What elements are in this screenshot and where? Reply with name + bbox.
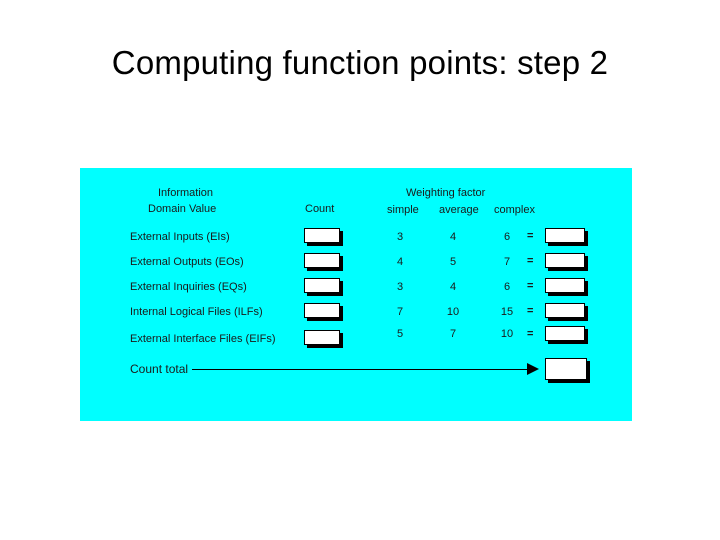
result-box-eifs[interactable] (545, 326, 585, 341)
header-weighting-factor: Weighting factor (406, 187, 486, 199)
weight-simple-eis: 3 (396, 231, 404, 243)
weight-average-eos: 5 (449, 256, 457, 268)
equals-sign-eifs: = (527, 328, 534, 340)
header-average: average (439, 204, 479, 216)
weight-average-eis: 4 (449, 231, 457, 243)
count-total-box[interactable] (545, 358, 587, 380)
result-box-eqs[interactable] (545, 278, 585, 293)
equals-sign-eqs: = (527, 280, 534, 292)
arrow-right-icon (527, 363, 539, 375)
row-label-eifs: External Interface Files (EIFs) (130, 333, 276, 345)
equals-sign-eos: = (527, 255, 534, 267)
weight-complex-eis: 6 (503, 231, 511, 243)
weight-complex-eqs: 6 (503, 281, 511, 293)
count-total-label: Count total (130, 362, 189, 376)
result-box-ilfs[interactable] (545, 303, 585, 318)
count-box-ilfs[interactable] (304, 303, 340, 318)
weight-average-eifs: 7 (449, 328, 457, 340)
function-point-table-figure: Information Domain Value Count Weighting… (80, 168, 632, 421)
row-label-eqs: External Inquiries (EQs) (130, 281, 247, 293)
header-information: Information (158, 187, 214, 199)
equals-sign-eis: = (527, 230, 534, 242)
page-title: Computing function points: step 2 (111, 44, 609, 81)
equals-sign-ilfs: = (527, 305, 534, 317)
result-box-eos[interactable] (545, 253, 585, 268)
header-complex: complex (494, 204, 535, 216)
weight-complex-eos: 7 (503, 256, 511, 268)
count-box-eqs[interactable] (304, 278, 340, 293)
weight-average-ilfs: 10 (446, 306, 460, 318)
weight-complex-ilfs: 15 (500, 306, 514, 318)
weight-simple-eqs: 3 (396, 281, 404, 293)
result-box-eis[interactable] (545, 228, 585, 243)
row-label-eis: External Inputs (EIs) (130, 231, 230, 243)
row-label-ilfs: Internal Logical Files (ILFs) (130, 306, 263, 318)
count-box-eifs[interactable] (304, 330, 340, 345)
count-total-arrow-line (192, 369, 530, 371)
weight-simple-ilfs: 7 (396, 306, 404, 318)
count-box-eis[interactable] (304, 228, 340, 243)
row-label-eos: External Outputs (EOs) (130, 256, 244, 268)
weight-simple-eifs: 5 (396, 328, 404, 340)
count-box-eos[interactable] (304, 253, 340, 268)
weight-simple-eos: 4 (396, 256, 404, 268)
weight-average-eqs: 4 (449, 281, 457, 293)
header-simple: simple (387, 204, 419, 216)
weight-complex-eifs: 10 (500, 328, 514, 340)
header-domain-value: Domain Value (148, 203, 217, 215)
header-count: Count (305, 203, 335, 215)
